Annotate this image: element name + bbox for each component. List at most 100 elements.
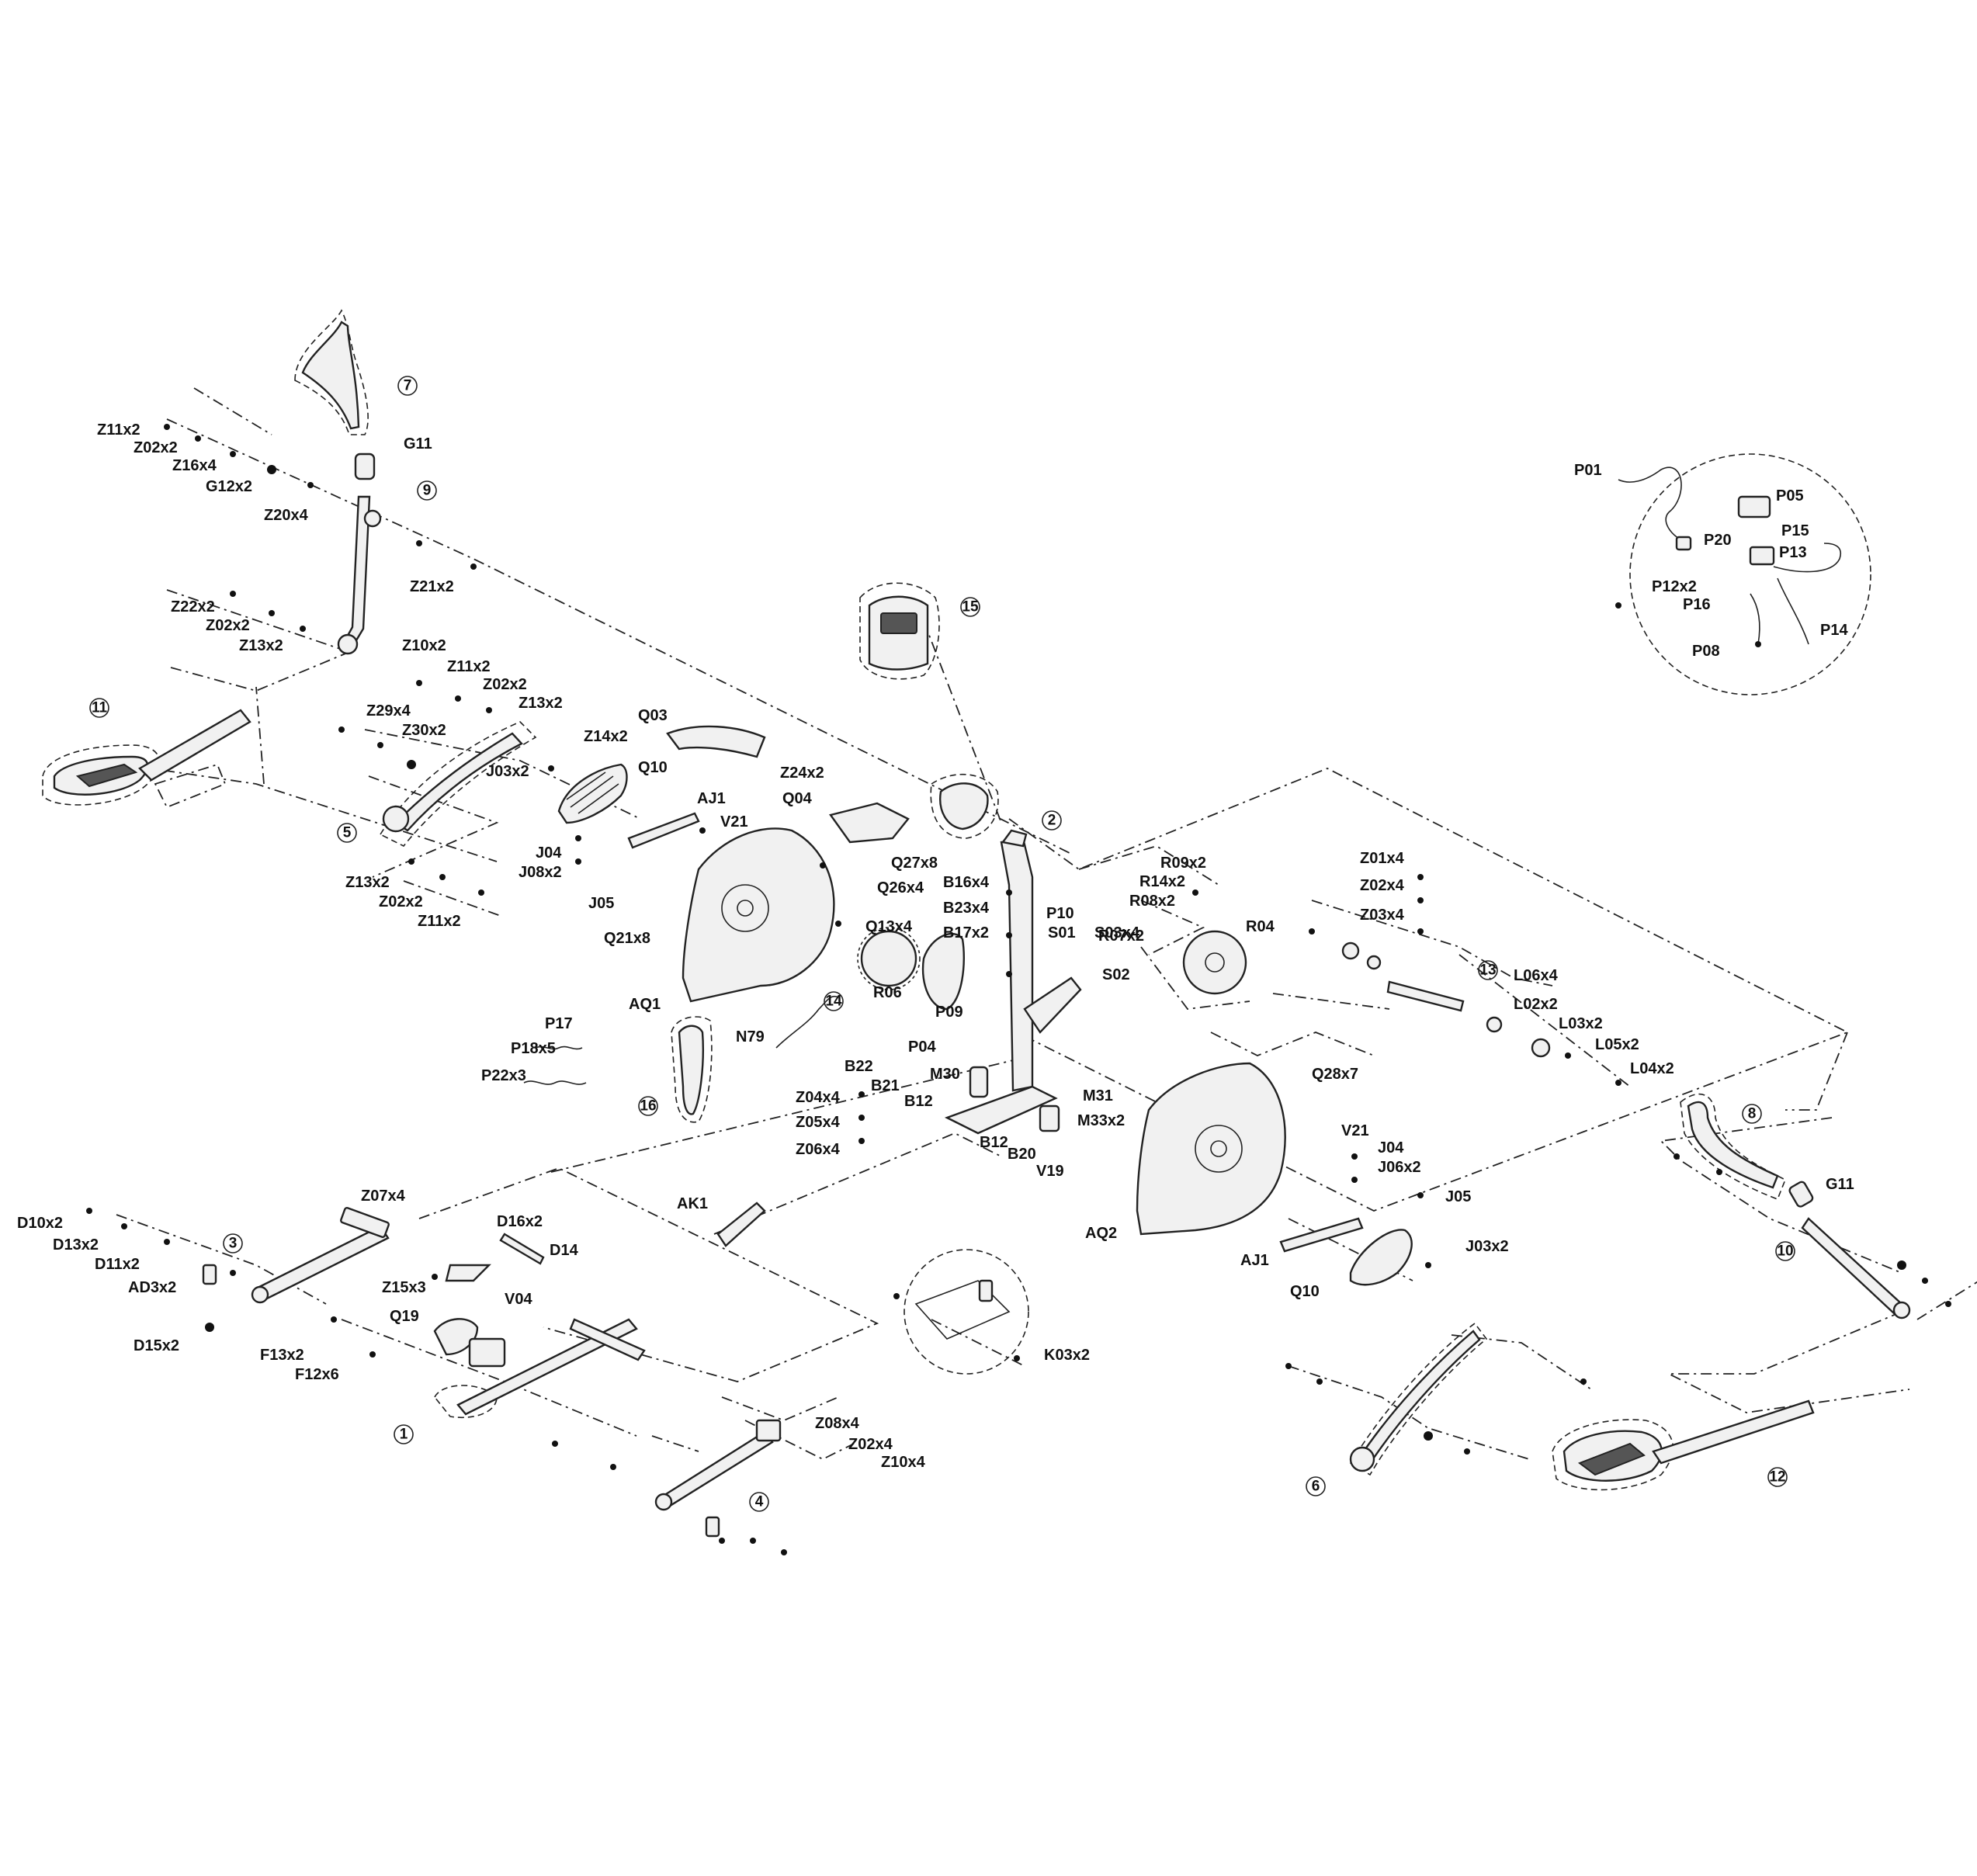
fastener-dot — [1615, 602, 1621, 609]
callout-10: 10 — [1775, 1241, 1795, 1261]
part-label: R06 — [873, 984, 902, 1001]
fastener-dot — [835, 921, 841, 927]
part-label: P05 — [1776, 487, 1804, 505]
bar-aj1-right — [1279, 1217, 1364, 1253]
arm-8-halo — [1680, 1093, 1787, 1201]
part-label: V04 — [505, 1291, 532, 1308]
flywheel-r04-hub — [1205, 952, 1225, 973]
arm-10-pivot — [1892, 1301, 1911, 1319]
foot-ad3 — [202, 1264, 217, 1285]
part-label: V21 — [720, 813, 748, 831]
part-label: Z07x4 — [361, 1188, 406, 1205]
fastener-dot — [552, 1441, 558, 1447]
fastener-dot — [1897, 1260, 1906, 1270]
arm-8 — [1687, 1101, 1779, 1189]
shroud-aq2-hub-inner — [1210, 1140, 1227, 1157]
arm-9-bottom-pivot — [337, 633, 359, 655]
fastener-dot — [1285, 1363, 1292, 1369]
cover-q03 — [666, 725, 766, 758]
fastener-dot — [699, 827, 706, 834]
callout-16-text: 16 — [640, 1098, 656, 1115]
part-label: G12x2 — [206, 478, 252, 495]
part-label: Z01x4 — [1360, 850, 1405, 867]
part-label: S02 — [1102, 966, 1130, 983]
head-2 — [939, 782, 989, 831]
part-label: Z11x2 — [97, 421, 140, 439]
part-label: L02x2 — [1514, 996, 1558, 1013]
fastener-dot — [230, 1270, 236, 1276]
grip-16-halo — [671, 1016, 713, 1123]
parts — [42, 309, 1911, 1538]
part-label: D15x2 — [134, 1337, 179, 1354]
fastener-dot — [548, 765, 554, 772]
foot-d15-rear — [705, 1516, 720, 1538]
part-label: Z21x2 — [410, 578, 454, 595]
arm-6-halo — [1349, 1322, 1488, 1476]
callout-12-text: 12 — [1769, 1469, 1785, 1486]
part-label: P16 — [1683, 596, 1711, 613]
stabilizer-4-cap — [654, 1493, 673, 1511]
fastener-dot — [858, 1091, 865, 1098]
part-label: Z29x4 — [366, 702, 411, 720]
part-label: P01 — [1574, 462, 1602, 479]
part-label: P08 — [1692, 643, 1720, 660]
part-label: L04x2 — [1630, 1060, 1674, 1077]
rod-13-washer-a — [1341, 941, 1360, 960]
part-label: D14 — [550, 1242, 579, 1259]
part-label: P18x5 — [511, 1040, 556, 1057]
part-label: B22 — [845, 1058, 873, 1075]
guard-q10-left — [557, 763, 628, 824]
part-label: Z10x4 — [881, 1454, 926, 1471]
callout-14-text: 14 — [825, 993, 842, 1010]
part-label: V21 — [1341, 1122, 1369, 1139]
fastener-dot — [1615, 1080, 1621, 1086]
part-label: Q28x7 — [1312, 1066, 1358, 1083]
part-label: AD3x2 — [128, 1279, 176, 1296]
callout-3-text: 3 — [229, 1236, 238, 1252]
part-label: P20 — [1704, 532, 1732, 549]
fastener-dot — [1192, 889, 1198, 896]
belt-r06 — [921, 932, 965, 1011]
motor-m30 — [969, 1066, 989, 1098]
shroud-aq1-hub — [721, 884, 769, 932]
arm-5-roller — [382, 805, 410, 833]
fastener-dot — [1755, 641, 1761, 647]
callout-4-text: 4 — [755, 1494, 764, 1510]
fastener-dot — [1006, 932, 1012, 938]
stabilizer-3-bracket — [340, 1206, 390, 1239]
shroud-aq1 — [682, 827, 835, 1003]
fastener-dot — [205, 1323, 214, 1332]
rod-d14 — [499, 1233, 545, 1265]
part-label: Q19 — [390, 1308, 419, 1325]
grip-16 — [678, 1025, 704, 1115]
part-q19 — [433, 1318, 479, 1356]
part-label: R07x2 — [1098, 928, 1144, 945]
callout-15-text: 15 — [962, 599, 979, 616]
callout-1-text: 1 — [400, 1427, 408, 1443]
callout-13: 13 — [1478, 960, 1498, 980]
part-label: J08x2 — [519, 864, 562, 881]
fastener-dot — [470, 563, 477, 570]
fastener-dot — [1417, 897, 1424, 903]
part-label: Q04 — [782, 790, 813, 807]
wire-p18 — [535, 1045, 583, 1050]
fastener-dot — [407, 760, 416, 769]
part-label: AQ2 — [1085, 1225, 1117, 1242]
fastener-dot — [377, 742, 383, 748]
part-label: Z15x3 — [382, 1279, 426, 1296]
sprocket-teeth — [857, 927, 921, 990]
brace-s02 — [1023, 976, 1082, 1034]
fastener-dot — [1014, 1355, 1020, 1361]
part-label: Q10 — [638, 759, 668, 776]
part-label: P22x3 — [481, 1067, 526, 1084]
pedal-arm-11 — [138, 709, 251, 782]
part-label: Z16x4 — [172, 457, 217, 474]
part-label: Z02x2 — [379, 893, 423, 910]
flywheel-r04 — [1182, 930, 1247, 995]
part-label: P13 — [1779, 544, 1807, 561]
fastener-dot — [719, 1538, 725, 1544]
part-label: P09 — [935, 1004, 963, 1021]
fastener-dot — [893, 1293, 900, 1299]
callout-3: 3 — [223, 1233, 243, 1254]
part-label: P14 — [1820, 622, 1848, 639]
